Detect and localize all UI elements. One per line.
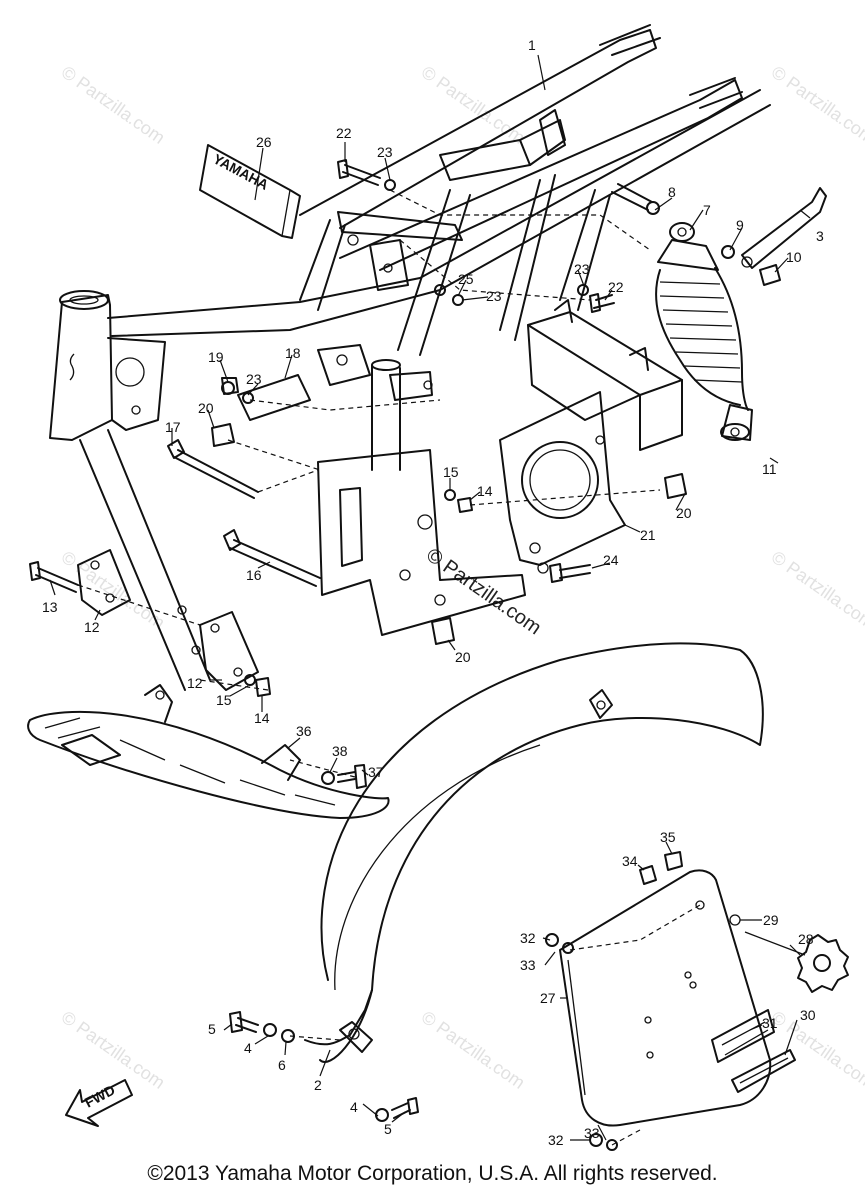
callout-29: 29	[763, 912, 779, 928]
watermark: © Partzilla.com	[58, 1007, 169, 1093]
callout-35: 35	[660, 829, 676, 845]
battery-box	[499, 299, 683, 574]
callout-26: 26	[256, 134, 272, 150]
watermark-layer: © Partzilla.com © Partzilla.com © Partzi…	[58, 62, 865, 1093]
side-cover	[559, 869, 772, 1127]
leader-lines	[49, 54, 811, 1141]
callout-16: 16	[246, 567, 262, 583]
rear-shock	[655, 222, 753, 441]
shock-bracket	[611, 183, 827, 286]
long-bolts	[167, 439, 321, 587]
frame-decal: YAMAHA	[199, 144, 301, 239]
frame	[49, 24, 771, 691]
callout-12: 12	[84, 619, 100, 635]
callout-32: 32	[548, 1132, 564, 1148]
callout-38: 38	[332, 743, 348, 759]
callout-12: 12	[187, 675, 203, 691]
callout-13: 13	[42, 599, 58, 615]
callout-36: 36	[296, 723, 312, 739]
callout-15: 15	[216, 692, 232, 708]
callout-23: 23	[574, 261, 590, 277]
callout-22: 22	[608, 279, 624, 295]
watermark: © Partzilla.com	[418, 1007, 529, 1093]
callout-11: 11	[762, 461, 777, 477]
callout-32: 32	[520, 930, 536, 946]
callout-17: 17	[165, 419, 181, 435]
callout-25: 25	[458, 271, 474, 287]
watermark: © Partzilla.com	[768, 62, 865, 148]
callout-22: 22	[336, 125, 352, 141]
callout-4: 4	[350, 1099, 358, 1115]
footrest-plate	[27, 684, 390, 819]
callout-14: 14	[477, 483, 493, 499]
callout-7: 7	[703, 202, 711, 218]
engine-plates	[77, 549, 259, 691]
callouts: 1 26 22 23 8 7 9 3 10 23 22 25 23 19 23 …	[42, 37, 824, 1148]
forward-arrow: FWD	[65, 1079, 133, 1127]
watermark: © Partzilla.com	[768, 547, 865, 633]
callout-20: 20	[676, 505, 692, 521]
callout-3: 3	[816, 228, 824, 244]
callout-15: 15	[443, 464, 459, 480]
callout-6: 6	[278, 1057, 286, 1073]
callout-24: 24	[603, 552, 619, 568]
callout-10: 10	[786, 249, 802, 265]
callout-14: 14	[254, 710, 270, 726]
callout-30: 30	[800, 1007, 816, 1023]
callout-21: 21	[640, 527, 656, 543]
watermark-center: © Partzilla.com	[422, 544, 545, 639]
cover-emblems	[711, 1009, 796, 1093]
watermark: © Partzilla.com	[418, 62, 529, 148]
watermark: © Partzilla.com	[768, 1007, 865, 1093]
callout-1: 1	[528, 37, 536, 53]
assembly-lines	[77, 189, 701, 1146]
callout-8: 8	[668, 184, 676, 200]
cover-knob	[744, 931, 849, 993]
callout-33: 33	[584, 1125, 600, 1141]
watermark: © Partzilla.com	[58, 62, 169, 148]
callout-2: 2	[314, 1077, 322, 1093]
callout-20: 20	[455, 649, 471, 665]
callout-28: 28	[798, 931, 814, 947]
callout-19: 19	[208, 349, 224, 365]
callout-23: 23	[377, 144, 393, 160]
callout-20: 20	[198, 400, 214, 416]
callout-31: 31	[762, 1015, 778, 1031]
callout-23: 23	[486, 288, 502, 304]
callout-34: 34	[622, 853, 638, 869]
callout-5: 5	[208, 1021, 216, 1037]
callout-27: 27	[540, 990, 556, 1006]
callout-18: 18	[285, 345, 301, 361]
rear-fender	[304, 642, 764, 1063]
callout-5: 5	[384, 1121, 392, 1137]
callout-33: 33	[520, 957, 536, 973]
copyright-notice: ©2013 Yamaha Motor Corporation, U.S.A. A…	[147, 1162, 718, 1185]
hardware	[29, 159, 687, 1151]
callout-9: 9	[736, 217, 744, 233]
callout-23: 23	[246, 371, 262, 387]
callout-4: 4	[244, 1040, 252, 1056]
callout-37: 37	[368, 764, 384, 780]
